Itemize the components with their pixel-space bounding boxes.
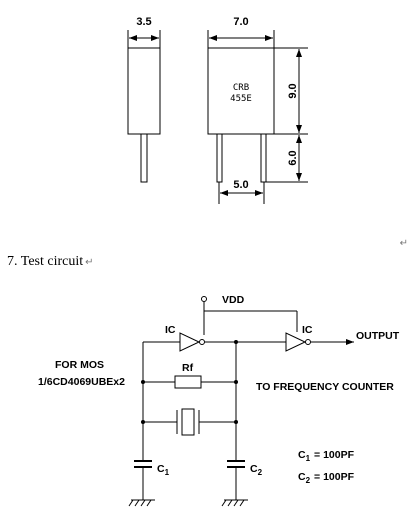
section-heading: 7. Test circuit↵ — [7, 254, 94, 269]
ground-symbol — [128, 499, 155, 507]
c1-value: C1= 100PF — [298, 449, 355, 463]
test-circuit: VDD IC IC OUTPUT Rf — [38, 294, 400, 507]
rf-label: Rf — [182, 362, 194, 374]
rf-resistor — [174, 375, 202, 389]
side-view-body — [127, 47, 161, 135]
inverter-1-output-bubble — [199, 339, 205, 345]
vdd-label: VDD — [222, 294, 245, 306]
component-marking-line2: 455E — [230, 94, 252, 104]
paragraph-mark: ↵ — [400, 238, 408, 249]
c1-label: C1 — [157, 463, 170, 477]
for-mos-label: FOR MOS — [55, 359, 104, 371]
junction-dot — [141, 420, 145, 424]
side-view-lead — [140, 133, 148, 183]
vdd-terminal — [201, 296, 207, 302]
dim-label-front-width: 7.0 — [233, 16, 248, 28]
front-lead-right — [260, 133, 267, 183]
component-marking-line1: CRB — [233, 83, 249, 93]
side-view: 3.5 — [127, 16, 161, 183]
front-view-body — [207, 47, 275, 135]
inverter-2-output-bubble — [305, 339, 311, 345]
front-view: CRB 455E 7.0 9.0 6.0 5.0 — [207, 16, 308, 204]
junction-dot — [234, 380, 238, 384]
dim-label-lead-length: 6.0 — [287, 150, 299, 165]
ground-symbol — [221, 499, 248, 507]
dim-label-side-width: 3.5 — [136, 16, 151, 28]
ceramic-resonator — [181, 408, 195, 436]
inverter-ic-1 — [179, 332, 201, 352]
dim-label-lead-pitch: 5.0 — [233, 179, 248, 191]
output-label: OUTPUT — [356, 330, 400, 342]
ic-label-1: IC — [165, 324, 176, 336]
frequency-counter-label: TO FREQUENCY COUNTER — [256, 381, 394, 393]
ic-label-2: IC — [302, 324, 313, 336]
front-lead-left — [216, 133, 223, 183]
ic-part-label: 1/6CD4069UBEx2 — [38, 376, 125, 388]
c2-label: C2 — [250, 463, 263, 477]
junction-dot — [141, 380, 145, 384]
dim-label-body-height: 9.0 — [287, 83, 299, 98]
c2-value: C2= 100PF — [298, 471, 355, 485]
junction-dot — [234, 420, 238, 424]
